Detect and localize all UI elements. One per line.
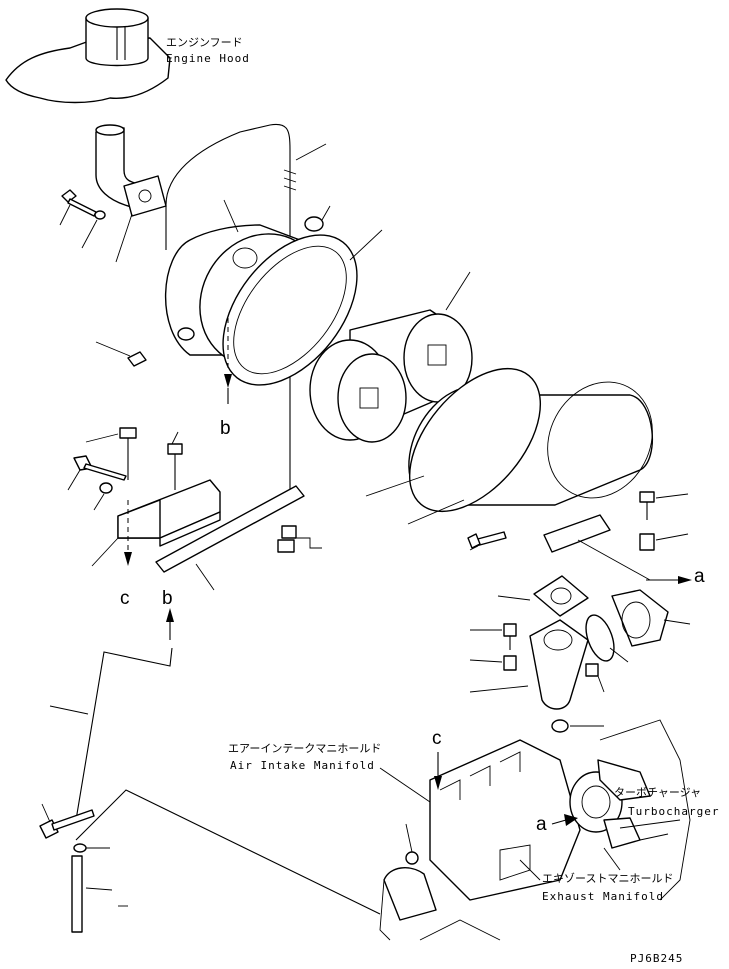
engine-block <box>75 719 691 941</box>
block-nut <box>405 851 419 865</box>
ref-c-bottom: c <box>432 728 442 749</box>
filter-elements <box>309 309 473 443</box>
u-bolt-strap <box>165 123 291 500</box>
drawing-code: PJ6B245 <box>630 952 683 965</box>
hood-bolt <box>61 189 97 217</box>
drain-bolt <box>127 351 147 367</box>
hood-washer <box>94 210 106 220</box>
manifold-nut <box>551 719 569 733</box>
ref-b-bottom: b <box>162 588 173 609</box>
engine-hood <box>5 8 171 104</box>
right-spacer <box>639 533 655 551</box>
mount-strap <box>155 485 305 573</box>
intake-elbow <box>95 124 167 217</box>
turbocharger-label-en: Turbocharger <box>628 805 719 818</box>
air-intake-label-jp: エアーインテークマニホールド <box>228 742 381 755</box>
cover-nut <box>304 216 324 232</box>
oring <box>585 614 615 662</box>
bracket-bolt-1 <box>119 427 137 439</box>
rod-nut <box>73 843 87 853</box>
body-gasket <box>408 367 542 513</box>
turbocharger-label-jp: ターボチャージャ <box>614 786 701 799</box>
strap-nut-2 <box>277 539 295 553</box>
outlet-gasket <box>533 575 589 617</box>
ref-a-top: a <box>694 566 705 587</box>
exhaust-label-en: Exhaust Manifold <box>542 890 664 903</box>
turbocharger <box>569 759 651 849</box>
ref-a-bottom: a <box>536 814 547 835</box>
cover-gasket <box>222 234 358 386</box>
exhaust-label-jp: エキゾーストマニホールド <box>542 872 673 885</box>
bracket-bolt-2 <box>167 443 183 455</box>
strap-nut-1 <box>281 525 297 539</box>
outlet-clamp <box>611 589 669 647</box>
flange-nut <box>585 663 599 677</box>
outlet-flange <box>529 619 589 710</box>
flange-spacer <box>503 655 517 671</box>
right-bolt <box>639 491 655 503</box>
flange-bolt <box>503 623 517 637</box>
ref-c-top: c <box>120 588 130 609</box>
mount-bracket <box>117 479 221 547</box>
ref-b-top: b <box>220 418 231 439</box>
engine-hood-label-jp: エンジンフード <box>166 36 243 49</box>
support-rod <box>75 647 173 821</box>
air-intake-label-en: Air Intake Manifold <box>230 759 375 772</box>
engine-hood-label-en: Engine Hood <box>166 52 250 65</box>
bracket-washer <box>99 482 113 494</box>
rod-lower <box>71 855 83 933</box>
